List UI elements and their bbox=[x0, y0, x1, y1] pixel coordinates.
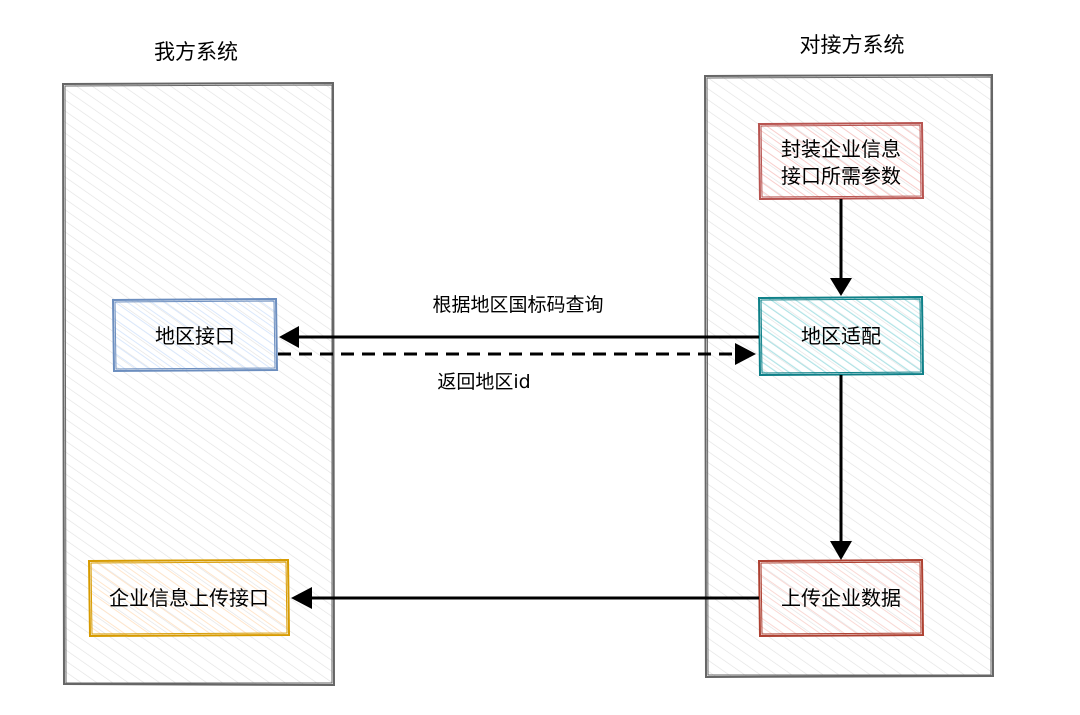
node-upload-data[interactable]: 上传企业数据 bbox=[757, 558, 925, 638]
edge-adapt-to-upload bbox=[830, 375, 852, 560]
edge-return: 返回地区id bbox=[278, 343, 756, 393]
arrowhead-down-icon bbox=[830, 278, 852, 296]
lane-title-right: 对接方系统 bbox=[800, 33, 905, 57]
arrowhead-left-icon bbox=[279, 326, 299, 348]
node-region-adapt-label: 地区适配 bbox=[801, 324, 881, 348]
edge-query-label: 根据地区国标码查询 bbox=[432, 294, 603, 316]
node-package-params-line1: 封装企业信息 bbox=[781, 137, 901, 161]
arrowhead-left-icon bbox=[291, 587, 312, 609]
arrowhead-right-icon bbox=[735, 343, 756, 365]
node-upload-data-label: 上传企业数据 bbox=[781, 586, 901, 610]
node-region-api[interactable]: 地区接口 bbox=[111, 297, 279, 373]
edge-upload bbox=[291, 587, 759, 609]
node-package-params[interactable]: 封装企业信息 接口所需参数 bbox=[757, 121, 925, 201]
node-enterprise-upload-api[interactable]: 企业信息上传接口 bbox=[87, 558, 291, 638]
node-enterprise-upload-api-label: 企业信息上传接口 bbox=[109, 586, 269, 610]
node-region-api-label: 地区接口 bbox=[155, 324, 235, 348]
node-region-adapt[interactable]: 地区适配 bbox=[757, 295, 925, 377]
node-package-params-line2: 接口所需参数 bbox=[781, 164, 901, 188]
lane-title-left: 我方系统 bbox=[154, 40, 238, 64]
edge-package-to-adapt bbox=[830, 199, 852, 296]
edge-return-label: 返回地区id bbox=[437, 371, 530, 393]
arrowhead-down-icon bbox=[830, 541, 852, 560]
edge-query: 根据地区国标码查询 bbox=[279, 294, 759, 348]
